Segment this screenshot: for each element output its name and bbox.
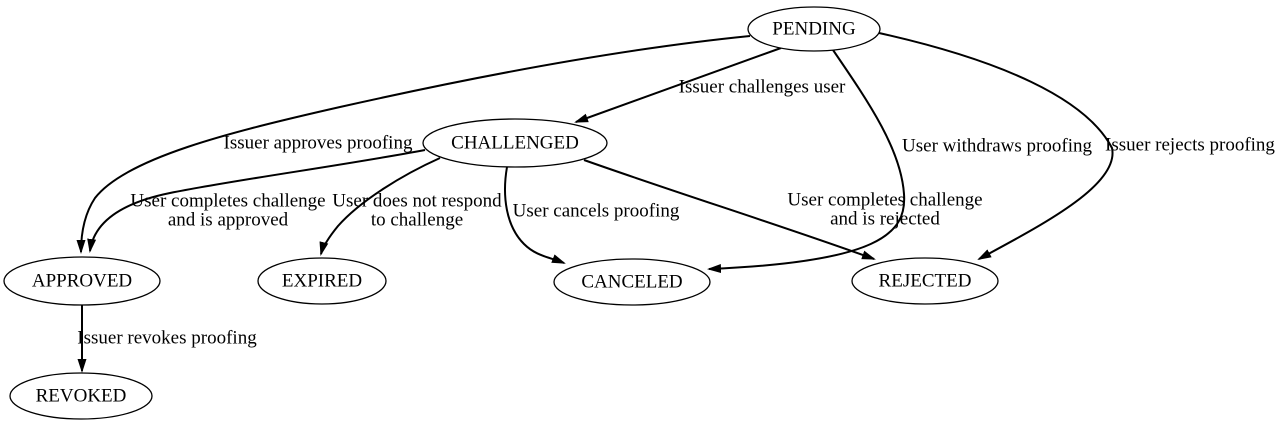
edge-label-line: User cancels proofing	[513, 201, 680, 222]
node-label-revoked: REVOKED	[36, 386, 127, 407]
node-pending	[747, 6, 881, 52]
edge-label-line: User completes challenge	[130, 191, 325, 212]
edge-label-approved-revoked: Issuer revokes proofing	[77, 328, 257, 349]
edge-challenged-expired	[319, 157, 441, 256]
node-label-canceled: CANCELED	[581, 272, 682, 293]
node-label-pending: PENDING	[772, 19, 856, 40]
node-expired	[257, 257, 387, 305]
edge-pending-rejected	[878, 32, 1114, 260]
edge-label-line: Issuer approves proofing	[224, 133, 413, 154]
node-challenged	[422, 118, 608, 168]
edge-pending-approved	[76, 35, 751, 254]
edge-label-line: and is approved	[168, 210, 289, 231]
node-label-approved: APPROVED	[32, 271, 132, 292]
edge-label-line: Issuer rejects proofing	[1105, 135, 1275, 156]
node-label-challenged: CHALLENGED	[451, 133, 579, 154]
node-revoked	[9, 372, 153, 420]
edge-challenged-approved	[87, 149, 426, 253]
node-approved	[3, 256, 161, 306]
edge-label-line: Issuer revokes proofing	[77, 328, 257, 349]
edge-pending-canceled	[707, 49, 906, 273]
edge-label-challenged-canceled: User cancels proofing	[513, 201, 680, 222]
edge-pending-challenged	[574, 47, 782, 123]
node-label-rejected: REJECTED	[879, 271, 972, 292]
edge-label-pending-rejected: Issuer rejects proofing	[1105, 135, 1275, 156]
edge-label-line: Issuer challenges user	[679, 77, 846, 98]
node-rejected	[851, 257, 999, 305]
edge-label-line: User completes challenge	[787, 190, 982, 211]
edge-label-pending-canceled: User withdraws proofing	[902, 136, 1092, 157]
edge-label-line: User does not respond	[332, 191, 502, 212]
edge-label-pending-challenged: Issuer challenges user	[679, 77, 846, 98]
edge-challenged-rejected	[583, 159, 876, 260]
edge-label-pending-approved: Issuer approves proofing	[224, 133, 413, 154]
edge-challenged-canceled	[504, 166, 566, 264]
edge-label-line: and is rejected	[830, 209, 940, 230]
node-canceled	[553, 258, 711, 306]
node-label-expired: EXPIRED	[282, 271, 362, 292]
edge-label-line: to challenge	[371, 210, 463, 231]
edge-label-line: User withdraws proofing	[902, 136, 1092, 157]
